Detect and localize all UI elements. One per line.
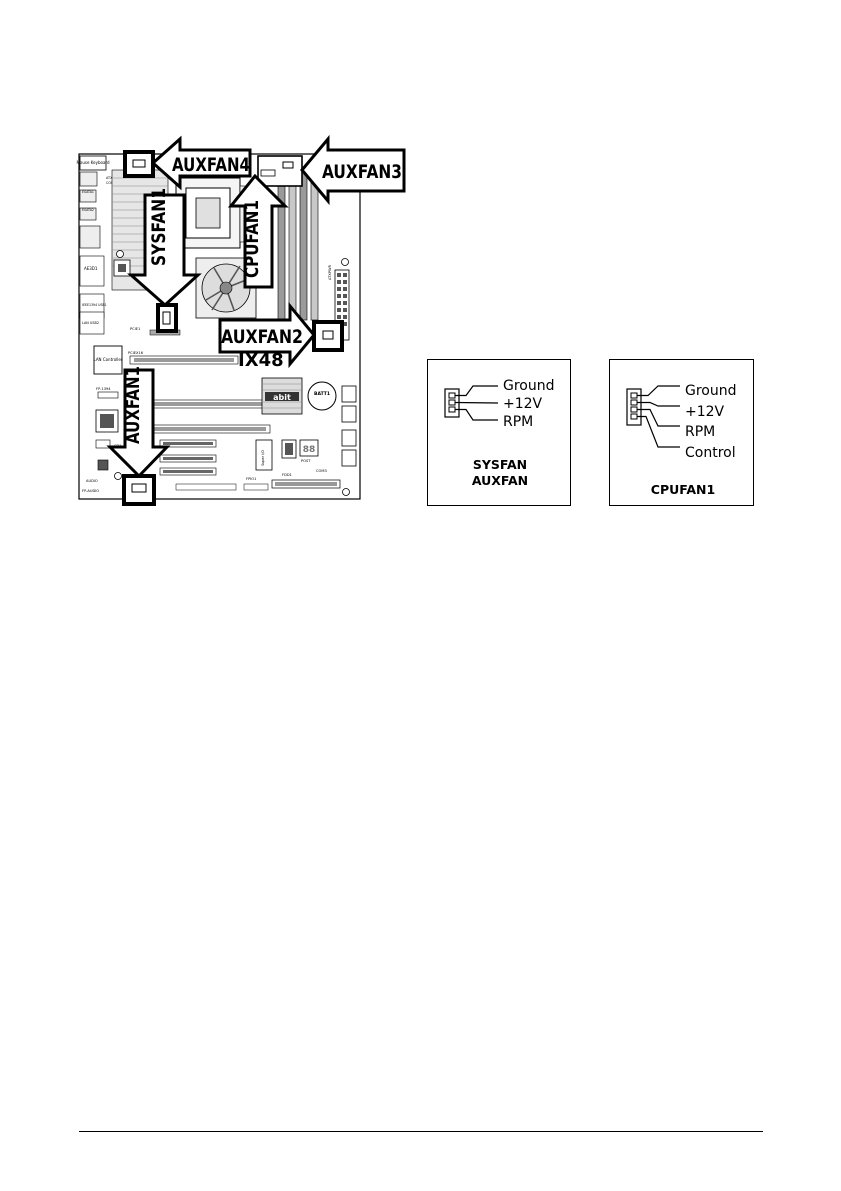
motherboard-diagram: Mouse Keyboard ATX12V COM1 ESATA1 ESATA2… bbox=[76, 134, 406, 506]
svg-text:FDD1: FDD1 bbox=[282, 473, 292, 477]
rear-io-lan bbox=[79, 311, 105, 335]
chip-audio-codec bbox=[97, 459, 109, 471]
svg-text:FPIO1: FPIO1 bbox=[246, 477, 256, 481]
io-label-ieee1394: IEEE1394 USB1 bbox=[82, 303, 107, 307]
board-model: IX48 bbox=[238, 350, 284, 371]
rear-io-esata1 bbox=[79, 189, 97, 203]
connector-4pin-diagram: Ground +12V RPM Control CPUFAN1 bbox=[626, 383, 737, 497]
header-fpio bbox=[175, 483, 237, 491]
io-label-mouse-keyboard: Mouse Keyboard bbox=[76, 160, 110, 165]
auxfan3-header-box bbox=[257, 155, 303, 187]
footer-rule bbox=[79, 1131, 763, 1132]
svg-text:PCIEX16: PCIEX16 bbox=[128, 351, 144, 355]
header-fp1394 bbox=[97, 391, 119, 399]
pin3-label-rpm: RPM bbox=[503, 414, 533, 430]
pin4-label-12v: +12V bbox=[685, 404, 725, 420]
label-pcie1: PCIE1 bbox=[130, 327, 140, 331]
southbridge-heatsink: abit bbox=[261, 377, 303, 415]
callout-auxfan2-label: AUXFAN2 bbox=[221, 326, 303, 348]
callout-sysfan1: SYSFAN1 bbox=[127, 188, 202, 308]
caption-auxfan: AUXFAN bbox=[472, 473, 528, 488]
svg-text:BATT1: BATT1 bbox=[314, 391, 330, 397]
pinout-box-3pin: Ground +12V RPM SYSFAN AUXFAN bbox=[427, 359, 571, 506]
pin4-label-ground: Ground bbox=[685, 383, 737, 399]
io-label-esata1: ESATA1 bbox=[82, 190, 94, 194]
rear-io-usb bbox=[79, 225, 101, 249]
label-atxpwr: ATXPWR bbox=[328, 264, 332, 280]
pin4-label-control: Control bbox=[685, 445, 736, 461]
callout-auxfan4-label: AUXFAN4 bbox=[172, 154, 250, 176]
callout-sysfan1-label: SYSFAN1 bbox=[148, 188, 170, 266]
callout-auxfan1-label: AUXFAN1 bbox=[122, 366, 144, 444]
pin3-label-12v: +12V bbox=[503, 396, 543, 412]
pin3-label-ground: Ground bbox=[503, 378, 555, 394]
svg-text:FP-1394: FP-1394 bbox=[96, 387, 111, 391]
pinout-box-4pin: Ground +12V RPM Control CPUFAN1 bbox=[609, 359, 754, 506]
rear-io-ps2 bbox=[79, 155, 107, 171]
callout-cpufan1-label: CPUFAN1 bbox=[241, 200, 263, 278]
caption-cpufan1: CPUFAN1 bbox=[651, 482, 715, 497]
io-label-lan-usb2: LAN USB2 bbox=[82, 321, 99, 325]
label-lan-controller: LAN Controller bbox=[94, 357, 123, 362]
callout-auxfan3-label: AUXFAN3 bbox=[322, 161, 402, 183]
post-display: 88 POST bbox=[299, 439, 319, 463]
svg-text:COM3: COM3 bbox=[316, 469, 327, 473]
io-label-esata2: ESATA2 bbox=[82, 208, 94, 212]
pin4-label-rpm: RPM bbox=[685, 424, 715, 440]
io-label-com1: COM1 bbox=[106, 181, 116, 185]
chip-super-io bbox=[255, 439, 273, 471]
svg-text:AUDIO: AUDIO bbox=[86, 479, 98, 483]
svg-text:88: 88 bbox=[303, 445, 316, 455]
sata-connectors bbox=[341, 385, 357, 467]
svg-text:POST: POST bbox=[301, 459, 311, 463]
heatsink-logo: abit bbox=[273, 393, 291, 402]
battery: BATT1 bbox=[307, 381, 337, 411]
caption-sysfan: SYSFAN bbox=[473, 457, 527, 472]
callout-auxfan2: AUXFAN2 bbox=[218, 301, 316, 369]
pcie-x16-slots: PCIEX16 bbox=[128, 351, 271, 434]
rear-io-block-1 bbox=[79, 171, 98, 187]
header-usb-bottom bbox=[243, 483, 269, 491]
rear-io-esata2 bbox=[79, 207, 97, 221]
connector-3pin-diagram: Ground +12V RPM SYSFAN AUXFAN bbox=[444, 378, 555, 488]
callout-cpufan1: CPUFAN1 bbox=[227, 173, 289, 289]
chip-lan bbox=[93, 345, 123, 375]
callout-auxfan3: AUXFAN3 bbox=[300, 134, 406, 206]
header-cd1 bbox=[95, 439, 111, 449]
io-label-ae3d1: AE3D1 bbox=[84, 266, 98, 271]
label-fp-audio: FP-AUDIO bbox=[82, 489, 99, 493]
svg-text:Super I/O: Super I/O bbox=[261, 450, 265, 466]
rear-io-audio bbox=[79, 255, 105, 287]
callout-auxfan1: AUXFAN1 bbox=[106, 366, 171, 479]
callout-auxfan4: AUXFAN4 bbox=[150, 135, 252, 191]
